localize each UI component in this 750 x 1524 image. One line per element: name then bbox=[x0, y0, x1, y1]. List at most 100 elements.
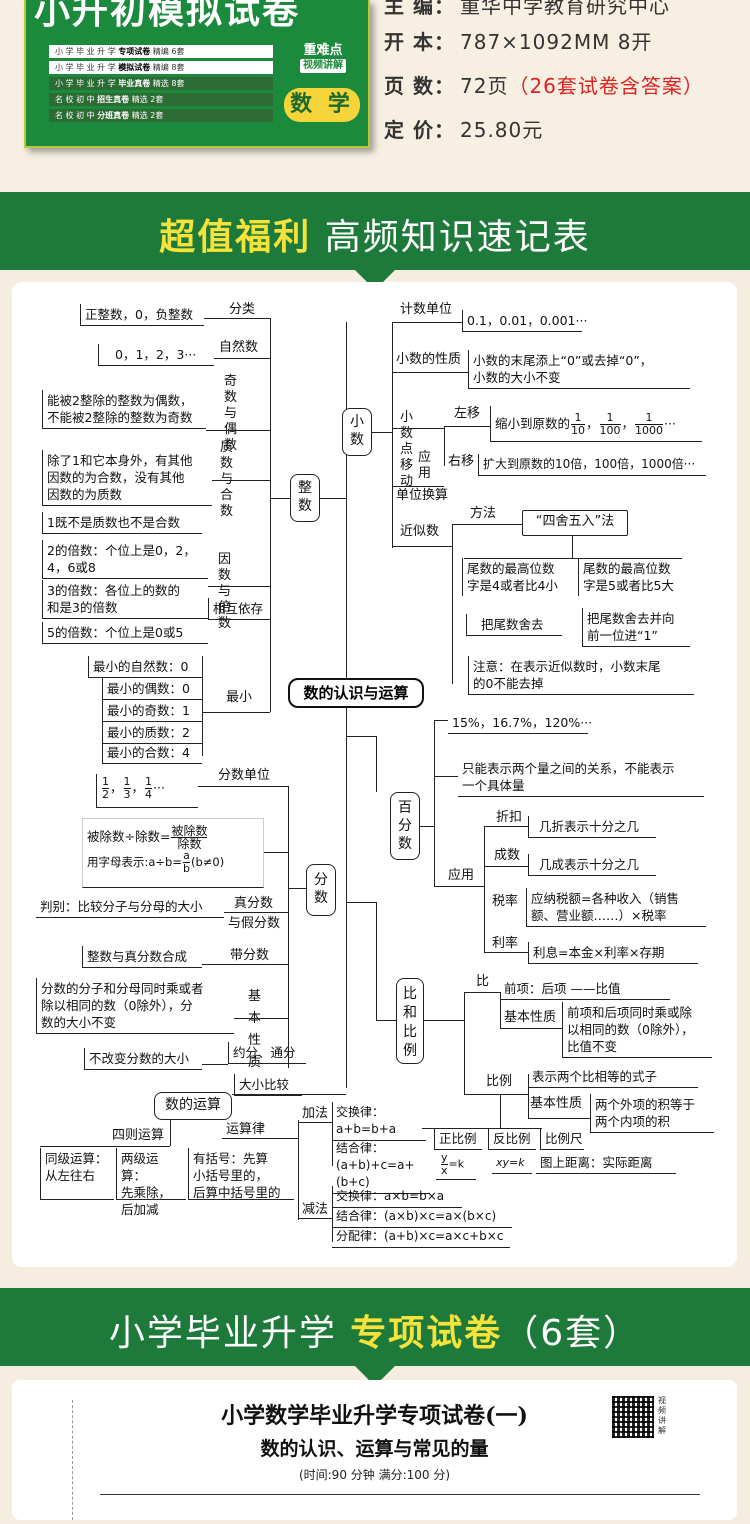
binding-line bbox=[72, 1400, 73, 1520]
label-addition: 加法 bbox=[302, 1106, 329, 1121]
box-distributive: 分配律：(a+b)×c=a×c+b×c bbox=[332, 1226, 510, 1248]
box-keep-value: 不改变分数的大小 bbox=[84, 1048, 202, 1070]
book-row: 小 学 毕 业 升 学 专项试卷 精编 6套 bbox=[48, 44, 274, 59]
box-inverse-formula: xy=k bbox=[492, 1152, 532, 1174]
box-percent-meaning: 只能表示两个量之间的关系，不能表示 一个具体量 bbox=[458, 758, 704, 797]
book-subject: 数 学 bbox=[284, 88, 360, 122]
label-left-move: 左移 bbox=[454, 406, 481, 421]
label-counting-unit: 计数单位 bbox=[400, 302, 453, 317]
box-min-prime: 最小的质数：2 bbox=[102, 722, 202, 744]
top-section: 小升初模拟试卷 小 学 毕 业 升 学 专项试卷 精编 6套 小 学 毕 业 升… bbox=[0, 0, 750, 190]
box-rounding: “四舍五入”法 bbox=[522, 510, 628, 536]
box-counting-unit: 0.1，0.01，0.001··· bbox=[462, 310, 587, 332]
box-discriminate: 判别：比较分子与分母的大小 bbox=[36, 896, 224, 918]
label-proportion-property: 基本性质 bbox=[530, 1096, 583, 1111]
box-mul-associative: 结合律：(a×b)×c=a×(b×c) bbox=[332, 1206, 512, 1228]
box-interest: 利息=本金×利率×存期 bbox=[528, 942, 698, 964]
node-decimal: 小 数 bbox=[342, 408, 372, 456]
banner-special-papers: 小学毕业升学 专项试卷（6套） bbox=[0, 1288, 750, 1386]
qr-label: 视 频 讲 解 bbox=[658, 1396, 666, 1435]
box-round-down-cond: 尾数的最高位数 字是4或者比4小 bbox=[462, 558, 568, 596]
box-natural: 0，1，2，3··· bbox=[98, 344, 214, 366]
spec-format: 开 本：787×1092MM 8开 bbox=[384, 30, 653, 54]
box-proportion-def: 表示两个比相等的式子 bbox=[528, 1066, 698, 1088]
box-add-commutative: 交换律： a+b=b+a bbox=[332, 1102, 426, 1141]
label-fraction-unit: 分数单位 bbox=[218, 768, 271, 783]
box-proportion-property: 两个外项的积等于 两个内项的积 bbox=[590, 1094, 714, 1133]
box-same-level: 同级运算： 从左往右 bbox=[40, 1148, 114, 1200]
book-contents-table: 小 学 毕 业 升 学 专项试卷 精编 6套 小 学 毕 业 升 学 模拟试卷 … bbox=[48, 44, 274, 124]
label-factor: 因数 与倍数 bbox=[218, 552, 232, 631]
node-operations: 数的运算 bbox=[154, 1092, 232, 1120]
label-mixed-number: 带分数 bbox=[230, 948, 270, 963]
paper-meta: (时间:90 分钟 满分:100 分) bbox=[298, 1468, 451, 1482]
banner-text: 小学毕业升学 bbox=[108, 1313, 351, 1354]
label-min: 最小 bbox=[226, 690, 253, 705]
label-laws: 运算律 bbox=[226, 1122, 266, 1137]
label-method: 方法 bbox=[470, 506, 497, 521]
box-decimal-property: 小数的末尾添上“0”或去掉“0”， 小数的大小不变 bbox=[468, 350, 690, 389]
label-decimal-property: 小数的性质 bbox=[396, 352, 462, 367]
box-min-even: 最小的偶数：0 bbox=[102, 678, 202, 700]
book-row: 小 学 毕 业 升 学 毕业真卷 精选 8套 bbox=[48, 76, 274, 91]
label-proportion: 比例 bbox=[486, 1074, 513, 1089]
label-classify: 分类 bbox=[229, 302, 256, 317]
box-mult5: 5的倍数：个位上是0或5 bbox=[42, 622, 208, 644]
spec-editor: 主 编：重华中学教育研究中心 bbox=[384, 0, 670, 18]
book-badge: 重难点 视频讲解 bbox=[288, 44, 358, 73]
exam-paper-preview: 小学数学毕业升学专项试卷(一) 数的认识、运算与常见的量 (时间:90 分钟 满… bbox=[12, 1380, 737, 1520]
label-percentage: 成数 bbox=[494, 848, 521, 863]
banner-text: 高频知识速记表 bbox=[311, 217, 591, 258]
box-mult2: 2的倍数：个位上是0，2， 4，6或8 bbox=[42, 540, 208, 579]
box-mult3: 3的倍数：各位上的数的 和是3的倍数 bbox=[42, 580, 208, 619]
label-unit-conversion: 单位换算 bbox=[396, 488, 449, 503]
box-min-composite: 最小的合数：4 bbox=[102, 742, 202, 764]
paper-subtitle: 数的认识、运算与常见的量 bbox=[260, 1438, 489, 1460]
knowledge-mindmap-card: 数的认识与运算 整 数 分类 正整数，0，负整数 自然数 0，1，2，3··· … bbox=[12, 282, 737, 1267]
label-proper-fraction: 真分数 bbox=[234, 896, 274, 911]
label-ratio-property: 基本性质 bbox=[504, 1010, 557, 1025]
banner-welfare: 超值福利 高频知识速记表 bbox=[0, 192, 750, 290]
banner-count: （6套） bbox=[502, 1313, 642, 1354]
label-discount: 折扣 bbox=[496, 810, 523, 825]
label-interest-rate: 利率 bbox=[492, 936, 519, 951]
label-improper-fraction: 与假分数 bbox=[228, 916, 281, 931]
spec-price: 定 价：25.80元 bbox=[384, 118, 544, 142]
mindmap-center: 数的认识与运算 bbox=[288, 678, 424, 708]
node-fraction: 分 数 bbox=[306, 864, 336, 916]
label-basic-property: 基本 性质 bbox=[248, 989, 262, 1070]
box-mixed: 整数与真分数合成 bbox=[82, 946, 202, 968]
box-min-natural: 最小的自然数：0 bbox=[88, 656, 202, 678]
box-integer-types: 正整数，0，负整数 bbox=[80, 304, 204, 326]
label-scale: 比例尺 bbox=[540, 1128, 584, 1150]
node-integer: 整 数 bbox=[290, 474, 320, 522]
qr-code bbox=[612, 1396, 654, 1438]
box-prime: 除了1和它本身外，有其他 因数的为合数，没有其他 因数的为质数 bbox=[42, 450, 212, 506]
label-prime: 质数 与合数 bbox=[220, 440, 234, 519]
label-interdependent: 相互依存 bbox=[208, 598, 270, 620]
label-apply: 应 用 bbox=[418, 450, 432, 481]
node-ratio: 比 和 比 例 bbox=[396, 978, 424, 1064]
box-odd-even: 能被2整除的整数为偶数， 不能被2整除的整数为奇数 bbox=[42, 390, 206, 429]
book-row: 名 校 初 中 招生真卷 精选 2套 bbox=[48, 92, 274, 107]
label-tax-rate: 税率 bbox=[492, 894, 519, 909]
box-scale-def: 图上距离：实际距离 bbox=[536, 1152, 676, 1174]
box-percent-examples: 15%，16.7%，120%··· bbox=[448, 712, 592, 734]
box-discount: 几折表示十分之几 bbox=[528, 816, 656, 838]
spec-pages: 页 数：72页（26套试卷含答案） bbox=[384, 74, 704, 98]
box-min-odd: 最小的奇数：1 bbox=[102, 700, 202, 722]
score-table bbox=[100, 1494, 700, 1524]
box-tax: 应纳税额=各种收入（销售 额、营业额……）×税率 bbox=[526, 888, 706, 927]
label-four-ops: 四则运算 bbox=[112, 1128, 165, 1143]
box-round-down: 把尾数舍去 bbox=[466, 614, 562, 636]
box-percentage: 几成表示十分之几 bbox=[528, 854, 656, 876]
label-point-move: 小数点 移动 bbox=[400, 410, 414, 489]
box-fraction-property: 分数的分子和分母同时乘或者 除以相同的数（0除外），分 数的大小不变 bbox=[36, 978, 234, 1034]
box-ratio-def: 前项：后项 ——比值 bbox=[500, 978, 670, 1000]
label-ratio: 比 bbox=[476, 974, 490, 989]
box-brackets: 有括号：先算 小括号里的， 后算中括号里的 bbox=[188, 1148, 294, 1200]
